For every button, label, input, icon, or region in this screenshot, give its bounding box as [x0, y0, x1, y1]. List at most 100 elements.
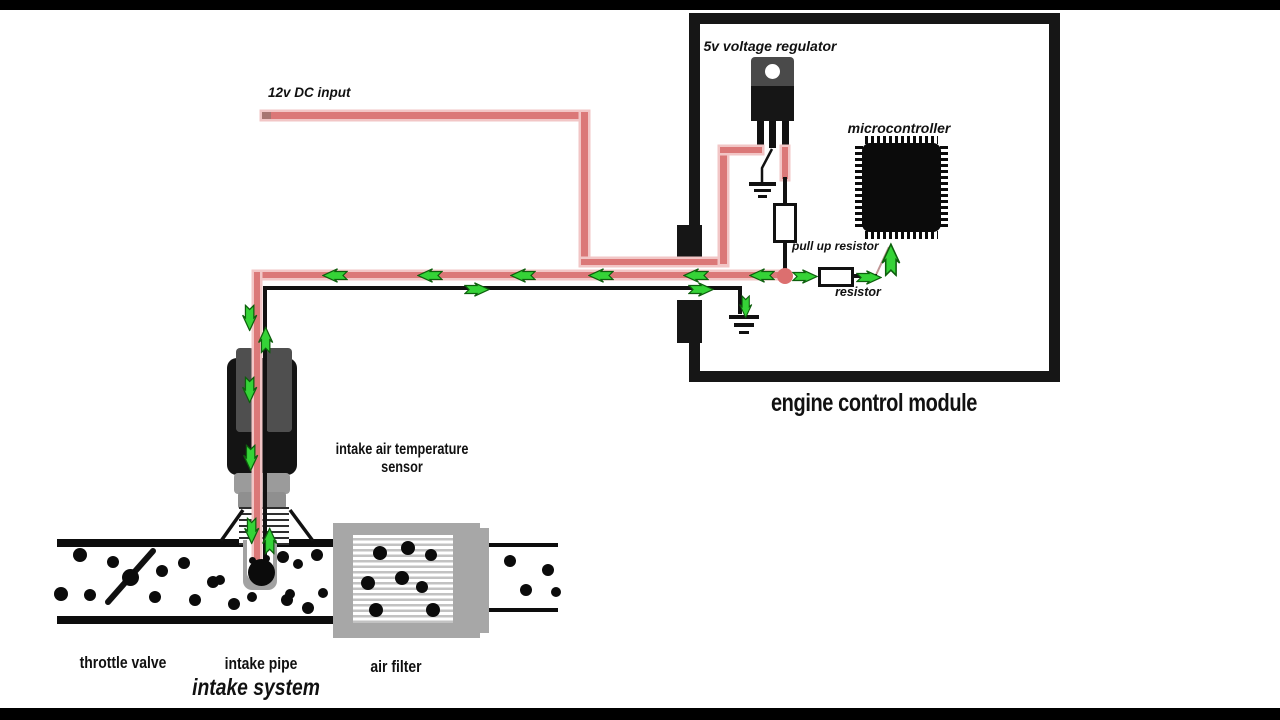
- air-particle: [373, 546, 387, 560]
- sensor-terminal-left: [249, 557, 256, 564]
- voltage-regulator-leg-output: [782, 121, 789, 148]
- flow-arrow: [855, 269, 883, 285]
- air-particle: [178, 557, 190, 569]
- outlet-pipe-wall-bottom: [489, 608, 558, 612]
- label-air-filter: air filter: [370, 657, 422, 676]
- engine-control-module-box: [689, 13, 1060, 382]
- sensor-hex-nut-upper: [234, 473, 290, 494]
- intake-pipe-wall-top: [57, 539, 333, 547]
- ground-bar: [758, 195, 767, 198]
- label-intake-system: intake system: [192, 674, 320, 700]
- air-particle: [504, 555, 516, 567]
- wire-regulator-to-pullup: [783, 177, 787, 205]
- sensor-connector-inner-left: [236, 360, 254, 432]
- wire-12v-riser: [720, 147, 727, 264]
- flow-arrow: [881, 242, 901, 278]
- flow-arrow: [682, 267, 710, 283]
- label-voltage-regulator: 5v voltage regulator: [703, 38, 837, 54]
- ground-symbol-regulator: [749, 182, 776, 186]
- air-particle: [189, 594, 201, 606]
- flow-arrow: [244, 516, 260, 546]
- air-particle: [302, 602, 314, 614]
- sensor-mount-flare-left: [219, 508, 245, 543]
- label-throttle-valve: throttle valve: [79, 653, 167, 672]
- air-particle: [285, 589, 295, 599]
- flow-arrow: [321, 267, 349, 283]
- label-engine-control-module: engine control module: [770, 389, 978, 417]
- air-particle: [551, 587, 561, 597]
- air-particle: [369, 603, 383, 617]
- wire-12v-top: [262, 112, 588, 119]
- air-particle: [425, 549, 437, 561]
- air-particle: [542, 564, 554, 576]
- ground-bar: [739, 331, 749, 334]
- sensor-terminal-right: [263, 555, 270, 562]
- wire-ground-down-to-sensor: [263, 286, 267, 562]
- voltage-regulator-leg-ground: [769, 121, 776, 148]
- air-particle: [311, 549, 323, 561]
- voltage-regulator-body: [751, 86, 794, 121]
- thermistor-bead: [248, 559, 275, 586]
- pull-up-resistor: [773, 203, 797, 243]
- wire-5v-from-regulator: [782, 147, 788, 179]
- air-particle: [401, 541, 415, 555]
- air-particle: [228, 598, 240, 610]
- air-particle: [149, 591, 161, 603]
- air-particle: [156, 565, 168, 577]
- air-filter-housing-tab: [480, 528, 489, 633]
- flow-arrow: [587, 267, 615, 283]
- wire-ground-horizontal: [265, 286, 742, 290]
- flow-arrow: [262, 526, 278, 556]
- wire-signal-down-to-sensor: [254, 272, 260, 562]
- throttle-valve-pivot: [122, 569, 139, 586]
- microcontroller-pins-left: [855, 146, 863, 229]
- label-iat-line2: sensor: [381, 459, 423, 476]
- air-particle: [247, 592, 257, 602]
- ecm-connector-tab-lower: [677, 300, 702, 343]
- air-particle: [277, 551, 289, 563]
- label-iat-line1: intake air temperature: [335, 441, 469, 458]
- voltage-regulator-leg-input: [757, 121, 764, 148]
- flow-arrow: [687, 281, 715, 297]
- flow-arrow: [416, 267, 444, 283]
- bottom-letterbox-bar: [0, 708, 1280, 720]
- ground-bar: [734, 323, 754, 327]
- air-particle: [520, 584, 532, 596]
- wire-12v-to-regulator: [720, 147, 762, 153]
- label-resistor: resistor: [835, 285, 881, 299]
- air-particle: [395, 571, 409, 585]
- intake-pipe-wall-bottom: [57, 616, 333, 624]
- label-microcontroller: microcontroller: [847, 120, 951, 136]
- ecm-connector-tab-upper: [677, 225, 702, 259]
- series-resistor: [818, 267, 854, 287]
- air-particle: [54, 587, 68, 601]
- air-particle: [73, 548, 87, 562]
- wire-ground-to-module-gnd: [738, 286, 742, 314]
- flow-arrow: [242, 375, 258, 405]
- regulator-ground-lead: [760, 148, 774, 184]
- air-particle: [84, 589, 96, 601]
- microcontroller-chip: [862, 143, 941, 232]
- ground-symbol-module: [729, 315, 759, 319]
- flow-arrow: [791, 268, 819, 284]
- flow-arrow: [739, 294, 753, 320]
- microcontroller-pins-bottom: [865, 231, 938, 239]
- label-intake-pipe: intake pipe: [224, 654, 298, 673]
- label-pull-up-resistor: pull up resistor: [792, 239, 879, 253]
- air-particle: [416, 581, 428, 593]
- wire-12v-into-module: [581, 259, 727, 265]
- ground-bar: [754, 189, 771, 192]
- microcontroller-pins-right: [940, 146, 948, 229]
- sensor-hex-nut-lower: [238, 492, 286, 509]
- wire-12v-drop: [581, 112, 588, 264]
- air-particle: [318, 588, 328, 598]
- sensor-connector-inner-right: [266, 360, 292, 432]
- air-particle: [426, 603, 440, 617]
- flow-arrow: [242, 303, 258, 333]
- air-particle: [361, 576, 375, 590]
- flow-arrow: [463, 281, 491, 297]
- voltage-regulator-mount-hole: [765, 64, 780, 79]
- air-particle: [215, 575, 225, 585]
